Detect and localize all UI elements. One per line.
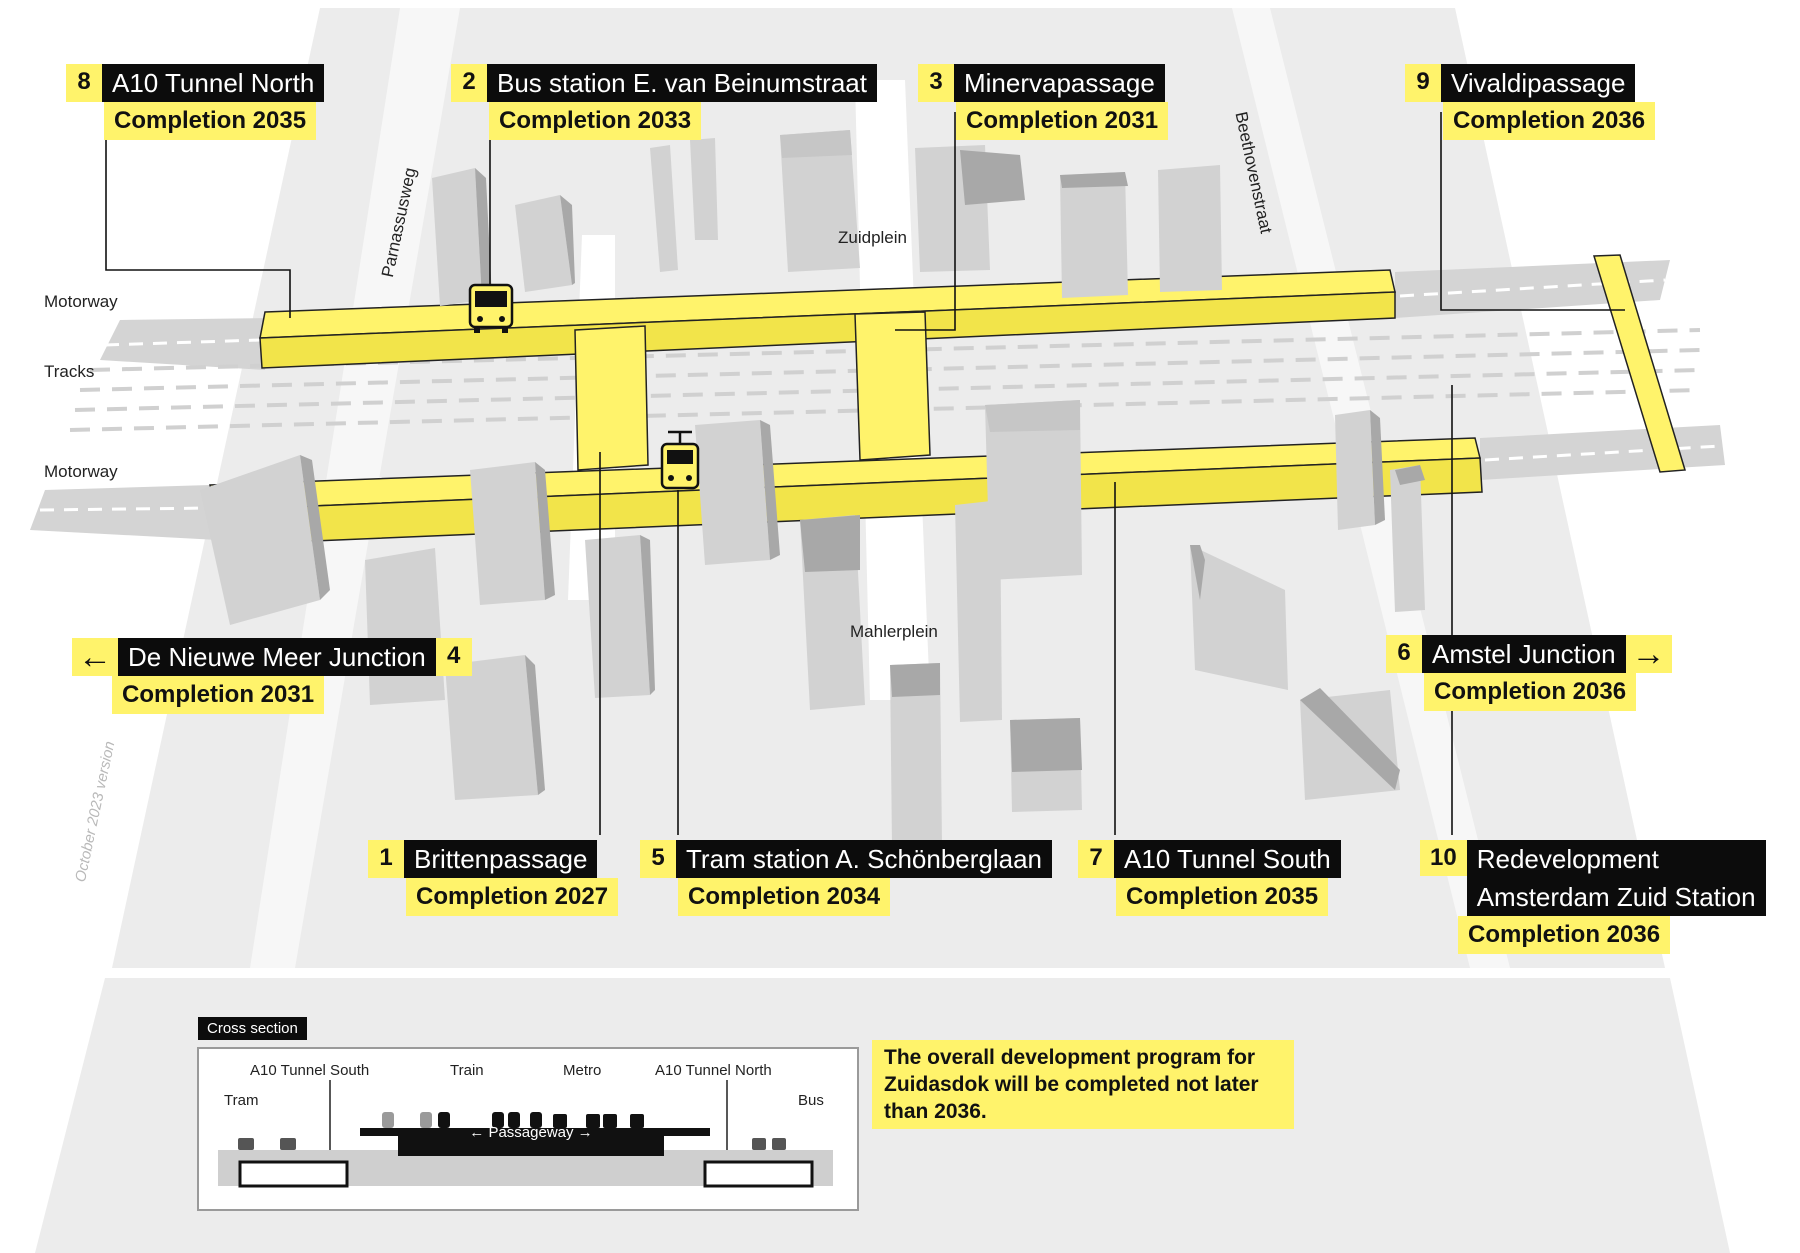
cs-bus-label: Bus (798, 1092, 824, 1109)
label-number: 4 (435, 638, 472, 676)
cs-tram-label: Tram (224, 1092, 259, 1109)
cross-section-trains (382, 1112, 644, 1128)
label-completion: Completion 2036 (1443, 102, 1656, 140)
label-completion: Completion 2035 (1116, 878, 1329, 916)
motorway-top-label: Motorway (44, 292, 118, 311)
mahlerplein-label: Mahlerplein (850, 622, 938, 641)
label-title: A10 Tunnel North (102, 64, 325, 102)
program-note: The overall development program for Zuid… (872, 1040, 1294, 1129)
label-number: 9 (1405, 64, 1441, 102)
label-title-line2: Amsterdam Zuid Station (1466, 878, 1766, 916)
label-completion: Completion 2035 (104, 102, 317, 140)
label-number: 8 (66, 64, 102, 102)
label-completion: Completion 2036 (1424, 673, 1637, 711)
cross-section-trams (238, 1138, 786, 1150)
minervapassage-block (854, 311, 931, 461)
label-completion: Completion 2031 (112, 676, 325, 714)
label-title: Minervapassage (954, 64, 1165, 102)
label-title: De Nieuwe Meer Junction (118, 638, 436, 676)
cross-section-tunnel-north (703, 1160, 814, 1188)
tracks-label: Tracks (44, 362, 95, 381)
label-title: Brittenpassage (404, 840, 598, 878)
label-redevelopment-station: 10 Redevelopment Amsterdam Zuid Station … (1420, 840, 1766, 954)
cs-passageway-label: ← Passageway → (469, 1124, 593, 1141)
label-number: 7 (1078, 840, 1114, 878)
label-completion: Completion 2033 (489, 102, 702, 140)
label-number: 6 (1386, 635, 1422, 673)
label-number: 3 (918, 64, 954, 102)
label-title: Tram station A. Schönberglaan (676, 840, 1053, 878)
buildings (200, 130, 1425, 847)
label-title: Vivaldipassage (1441, 64, 1636, 102)
arrow-left-icon: ← (72, 638, 118, 676)
label-title-line1: Redevelopment (1466, 840, 1766, 878)
label-completion: Completion 2036 (1458, 916, 1671, 954)
cs-train-label: Train (450, 1062, 484, 1079)
label-title: Amstel Junction (1422, 635, 1626, 673)
cross-section-station-roof (360, 1128, 710, 1136)
label-number: 10 (1420, 840, 1467, 876)
motorway-bottom-label: Motorway (44, 462, 118, 481)
label-number: 2 (451, 64, 487, 102)
label-completion: Completion 2027 (406, 878, 619, 916)
leader-lines (105, 112, 1625, 835)
a10-tunnel-north-front (259, 291, 1396, 369)
label-completion: Completion 2031 (956, 102, 1169, 140)
cross-section-title: Cross section (198, 1017, 307, 1040)
arrow-right-icon: → (1625, 635, 1672, 673)
cross-section-tunnel-south (238, 1160, 349, 1188)
motorway-bottom-west (30, 485, 218, 540)
cs-a10-south-label: A10 Tunnel South (250, 1062, 370, 1079)
label-title: Bus station E. van Beinumstraat (487, 64, 877, 102)
label-number: 5 (640, 840, 676, 878)
label-completion: Completion 2034 (678, 878, 891, 916)
cs-a10-north-label: A10 Tunnel North (655, 1062, 772, 1079)
cs-metro-label: Metro (563, 1062, 602, 1079)
cross-section-passageway (398, 1136, 664, 1156)
label-number: 1 (368, 840, 404, 878)
bus-icon (468, 283, 514, 333)
label-title: A10 Tunnel South (1114, 840, 1341, 878)
brittenpassage-block (574, 325, 649, 471)
zuidplein-label: Zuidplein (838, 228, 907, 247)
tram-icon (660, 430, 700, 490)
motorway-top-west (100, 318, 270, 370)
